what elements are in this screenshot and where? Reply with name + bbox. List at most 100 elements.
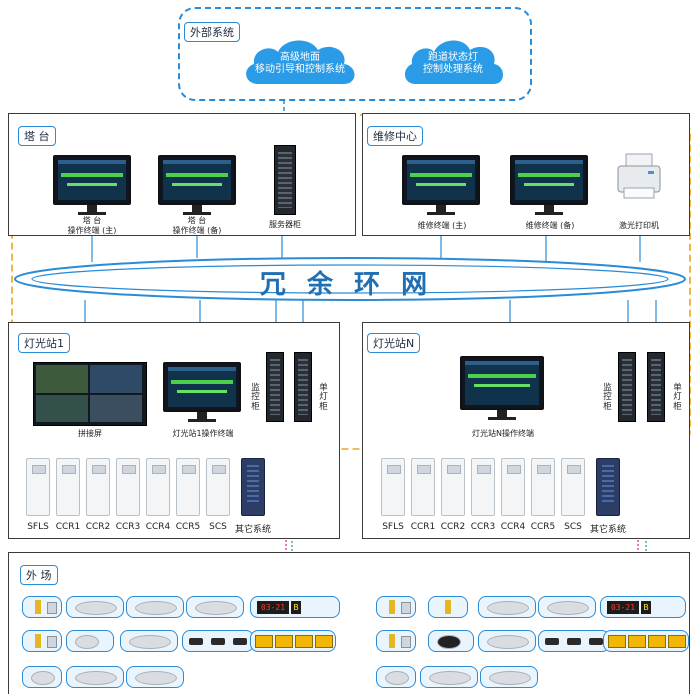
airfield-light-icon xyxy=(126,666,184,688)
airfield-light-icon xyxy=(66,596,124,618)
airfield-light-icon xyxy=(376,666,416,688)
airfield-light-icon xyxy=(376,596,416,618)
unit-label: CCR2 xyxy=(440,522,466,532)
sign-icon xyxy=(250,630,336,652)
other-systems-unit xyxy=(596,458,620,516)
station1-single-lamp-cabinet-label: 单灯柜 xyxy=(319,383,328,412)
monitor-icon xyxy=(163,362,241,412)
station1-monitor-cabinet-label: 监控柜 xyxy=(251,383,260,412)
unit-label: SCS xyxy=(209,522,227,532)
scs-unit xyxy=(561,458,585,516)
cloud2-line2: 控制处理系统 xyxy=(423,64,483,75)
video-wall-icon xyxy=(33,362,147,426)
cloud1-line2: 移动引导和控制系统 xyxy=(255,64,345,75)
server-cabinet-label: 服务器柜 xyxy=(269,220,301,229)
monitor-icon xyxy=(460,356,544,410)
tower-terminal-main-line1: 塔 台 xyxy=(82,216,102,225)
airfield-light-icon xyxy=(376,630,416,652)
ccr1-unit xyxy=(411,458,435,516)
ccr3-unit xyxy=(471,458,495,516)
airfield-light-icon xyxy=(120,630,178,652)
station1-terminal-label: 灯光站1操作终端 xyxy=(172,429,234,438)
cable-icon xyxy=(182,630,254,652)
cloud2-line1: 跑道状态灯 xyxy=(428,52,478,63)
unit-label: CCR2 xyxy=(85,522,111,532)
station1-label: 灯光站1 xyxy=(18,333,70,353)
unit-label: CCR1 xyxy=(410,522,436,532)
airfield-light-icon xyxy=(428,596,468,618)
unit-label: CCR5 xyxy=(175,522,201,532)
server-cabinet-icon xyxy=(647,352,665,422)
other-systems-unit xyxy=(241,458,265,516)
unit-label: CCR4 xyxy=(500,522,526,532)
stationN-label: 灯光站N xyxy=(367,333,421,353)
unit-label: CCR3 xyxy=(115,522,141,532)
ccr2-unit xyxy=(441,458,465,516)
sign-icon: 03-21 B xyxy=(250,596,340,618)
tower-terminal-backup-line2: 操作终端 (备) xyxy=(172,226,222,235)
monitor-icon xyxy=(53,155,131,205)
maintenance-label: 维修中心 xyxy=(367,126,423,146)
airfield-light-icon xyxy=(126,596,184,618)
stationN-terminal-label: 灯光站N操作终端 xyxy=(472,429,534,438)
unit-label: SFLS xyxy=(382,522,404,532)
led-letter: B xyxy=(291,601,301,614)
airfield-light-icon xyxy=(22,630,62,652)
led-digits: 03-21 xyxy=(607,601,639,614)
external-system-label: 外部系统 xyxy=(184,22,240,42)
tower-terminal-main-line2: 操作终端 (主) xyxy=(67,226,117,235)
unit-label: CCR4 xyxy=(145,522,171,532)
sfls-unit xyxy=(26,458,50,516)
airfield-light-icon xyxy=(66,666,124,688)
server-cabinet-icon xyxy=(294,352,312,422)
tower-label: 塔 台 xyxy=(18,126,56,146)
airfield-light-icon xyxy=(428,630,474,652)
server-cabinet-icon xyxy=(266,352,284,422)
airfield-light-icon xyxy=(420,666,478,688)
video-wall-label: 拼接屏 xyxy=(78,429,102,438)
field-label: 外 场 xyxy=(20,565,58,585)
maintenance-terminal-main: 维修终端 (主) xyxy=(417,221,467,230)
sfls-unit xyxy=(381,458,405,516)
ccr5-unit xyxy=(531,458,555,516)
maintenance-terminal-backup: 维修终端 (备) xyxy=(525,221,575,230)
stationN-monitor-cabinet-label: 监控柜 xyxy=(603,383,612,412)
sign-icon xyxy=(603,630,689,652)
airfield-light-icon xyxy=(22,666,62,688)
sign-icon: 03-21 B xyxy=(600,596,686,618)
airfield-light-icon xyxy=(480,666,538,688)
server-cabinet-icon xyxy=(274,145,296,215)
airfield-light-icon xyxy=(478,596,536,618)
monitor-icon xyxy=(510,155,588,205)
ccr2-unit xyxy=(86,458,110,516)
led-letter: B xyxy=(641,601,651,614)
printer-icon xyxy=(617,153,661,199)
ccr4-unit xyxy=(146,458,170,516)
ccr4-unit xyxy=(501,458,525,516)
server-cabinet-icon xyxy=(618,352,636,422)
unit-label: CCR5 xyxy=(530,522,556,532)
ccr3-unit xyxy=(116,458,140,516)
airfield-light-icon xyxy=(478,630,536,652)
cable-icon xyxy=(538,630,610,652)
airfield-light-icon xyxy=(22,596,62,618)
scs-unit xyxy=(206,458,230,516)
tower-terminal-backup-line1: 塔 台 xyxy=(187,216,207,225)
cloud-icon xyxy=(246,40,355,84)
unit-label: CCR3 xyxy=(470,522,496,532)
unit-label: SCS xyxy=(564,522,582,532)
ccr5-unit xyxy=(176,458,200,516)
airfield-light-icon xyxy=(186,596,244,618)
monitor-icon xyxy=(402,155,480,205)
airfield-light-icon xyxy=(538,596,596,618)
redundant-ring-label: 冗 余 环 网 xyxy=(259,270,434,300)
stationN-single-lamp-cabinet-label: 单灯柜 xyxy=(673,383,682,412)
cloud-icon xyxy=(404,40,503,84)
unit-label: 其它系统 xyxy=(234,525,271,535)
unit-label: CCR1 xyxy=(55,522,81,532)
printer-label: 激光打印机 xyxy=(619,221,659,230)
monitor-icon xyxy=(158,155,236,205)
unit-label: 其它系统 xyxy=(589,525,626,535)
ccr1-unit xyxy=(56,458,80,516)
airfield-light-icon xyxy=(66,630,114,652)
